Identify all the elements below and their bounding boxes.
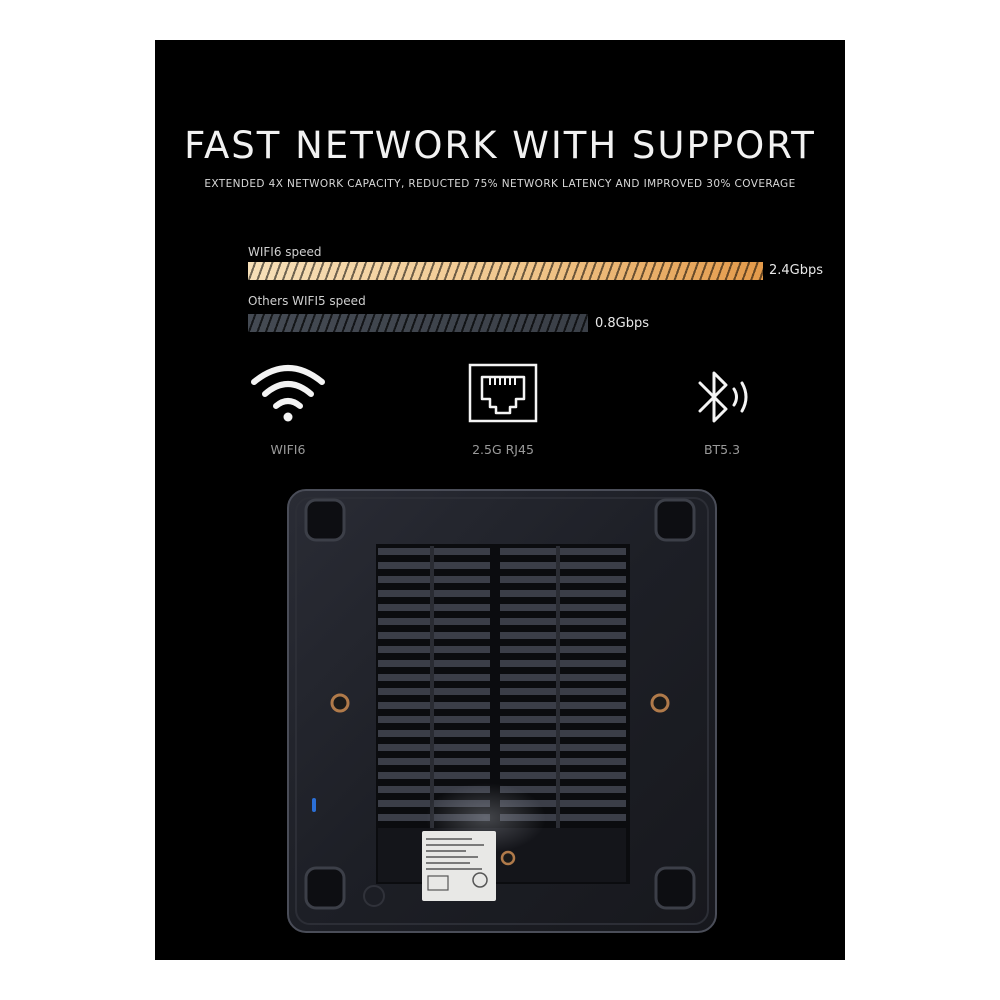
bluetooth-icon bbox=[698, 371, 748, 423]
wifi6-feature-label: WIFI6 bbox=[270, 442, 306, 457]
wifi5-speed-bar bbox=[248, 314, 588, 332]
wifi6-speed-bar bbox=[248, 262, 763, 280]
wifi6-speed-label: WIFI6 speed bbox=[248, 245, 322, 259]
mini-pc-bottom-image bbox=[287, 489, 717, 933]
banner-title: FAST NETWORK WITH SUPPORT bbox=[184, 124, 816, 167]
bt53-feature-label: BT5.3 bbox=[703, 442, 741, 457]
rj45-feature-label: 2.5G RJ45 bbox=[472, 442, 534, 457]
wifi5-speed-label: Others WIFI5 speed bbox=[248, 294, 366, 308]
banner-subtitle: EXTENDED 4X NETWORK CAPACITY, REDUCTED 7… bbox=[204, 178, 796, 190]
wifi-icon bbox=[251, 365, 325, 422]
wifi5-speed-value: 0.8Gbps bbox=[595, 316, 650, 331]
product-banner: FAST NETWORK WITH SUPPORT EXTENDED 4X NE… bbox=[155, 40, 845, 960]
wifi6-speed-value: 2.4Gbps bbox=[769, 263, 824, 278]
ethernet-port-icon bbox=[468, 363, 538, 423]
